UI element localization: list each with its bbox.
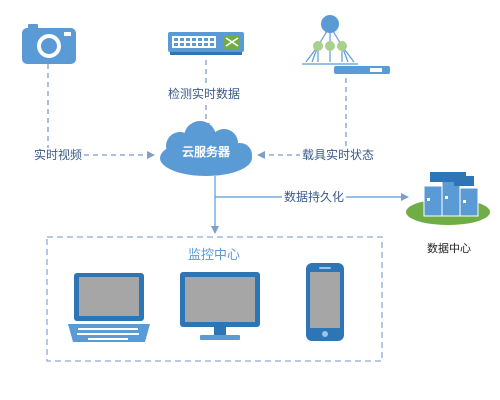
cloud-icon: [160, 121, 252, 176]
cloud-label: 云服务器: [182, 145, 231, 159]
datacenter-label: 数据中心: [427, 242, 471, 255]
smartphone-icon: [306, 263, 344, 341]
vehicle-network-icon: [302, 15, 390, 74]
monitor-icon: [180, 272, 260, 340]
edge-label-vehicle-status: 载具实时状态: [300, 148, 377, 162]
edge-label-video: 实时视频: [32, 148, 85, 162]
monitor-center-panel: [46, 236, 383, 362]
desktop-computer-icon: [68, 273, 150, 342]
server-rack-icon: [406, 172, 490, 225]
camera-icon: [22, 24, 76, 64]
monitor-center-title: 监控中心: [188, 248, 241, 263]
edge-label-persistence: 数据持久化: [282, 190, 347, 204]
edge-label-detection: 检测实时数据: [166, 87, 243, 101]
network-switch-icon: [168, 32, 244, 55]
